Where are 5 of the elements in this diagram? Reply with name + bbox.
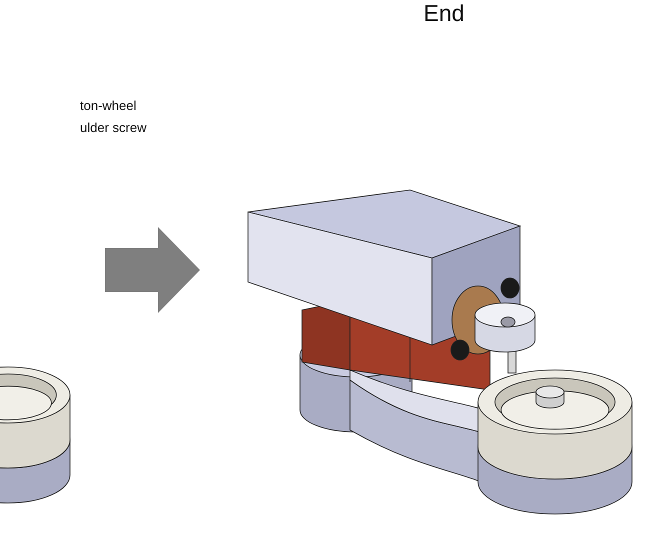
wheel-drawing [0,366,70,504]
assembly-drawing [248,190,632,514]
block-arrow [105,227,200,313]
heading: End [422,0,466,27]
part-label: ton-wheel ulder screw [80,97,148,137]
